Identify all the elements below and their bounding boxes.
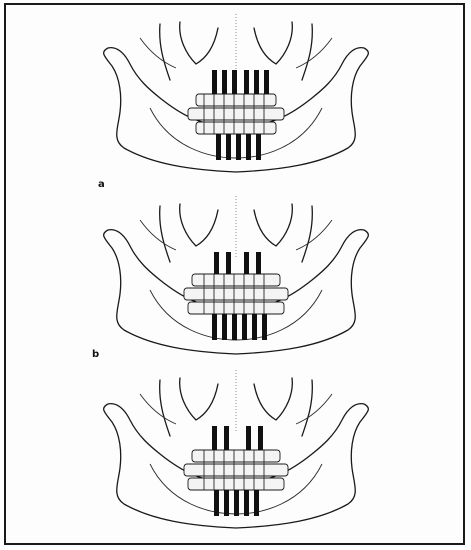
panel-label-b: b [92, 350, 99, 360]
implant-bars-lower [212, 314, 267, 340]
implant-bars-lower [214, 490, 259, 516]
jaw-illustration-3 [0, 364, 471, 544]
maxilla-outline [140, 370, 332, 436]
panoramic-jaw-panel-3 [0, 364, 471, 544]
maxilla-outline [140, 196, 332, 262]
jaw-illustration-1 [0, 8, 471, 188]
panoramic-jaw-panel-1 [0, 8, 471, 188]
teeth-rows [188, 94, 284, 134]
implant-bars-upper [212, 426, 263, 450]
panoramic-jaw-panel-2 [0, 190, 471, 370]
implant-bars-upper [214, 252, 261, 274]
teeth-rows [184, 450, 288, 490]
implant-bars-upper [212, 70, 269, 94]
teeth-rows [184, 274, 288, 314]
jaw-illustration-2 [0, 190, 471, 370]
panel-label-a: a [98, 180, 105, 190]
